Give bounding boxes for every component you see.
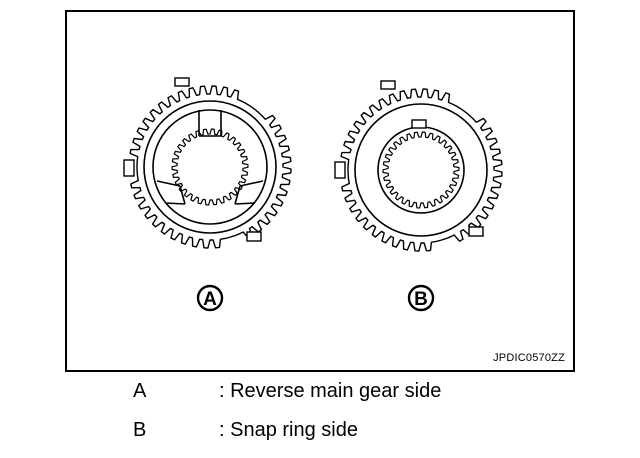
callout-b-circle — [407, 284, 435, 312]
gear-a-ring — [143, 100, 277, 234]
gear-b-snap-ring — [377, 126, 465, 214]
legend-item-b: B : Snap ring side — [133, 418, 358, 442]
legend-item-a: A : Reverse main gear side — [133, 379, 441, 403]
gear-a-outer-teeth — [129, 85, 292, 249]
callout-b-letter: B — [414, 289, 428, 310]
gear-b-ring — [354, 103, 488, 237]
callout-a-letter: A — [203, 289, 217, 310]
gear-b — [334, 80, 503, 252]
gear-b-spline — [382, 131, 460, 209]
gear-b-outer-teeth — [340, 88, 503, 252]
gear-a-lugs — [123, 77, 262, 242]
gear-b-lugs — [334, 80, 484, 237]
diagram-figure: A B JPDIC0570ZZ — [65, 10, 575, 372]
legend-key: B — [133, 419, 147, 441]
callout-a: A — [196, 284, 224, 312]
gear-illustration: A B — [123, 77, 503, 312]
callout-b: B — [407, 284, 435, 312]
gear-a-spokes — [156, 110, 264, 205]
gear-b-snap-ring-gap — [411, 119, 427, 129]
gear-a-inner-ring — [152, 109, 268, 225]
legend-text: : Reverse main gear side — [219, 380, 442, 402]
legend-key: A — [133, 380, 147, 402]
figure-code: JPDIC0570ZZ — [493, 352, 565, 364]
callout-a-circle — [196, 284, 224, 312]
gear-a-spline — [171, 128, 249, 206]
gear-a — [123, 77, 292, 249]
legend-text: : Snap ring side — [219, 419, 358, 441]
